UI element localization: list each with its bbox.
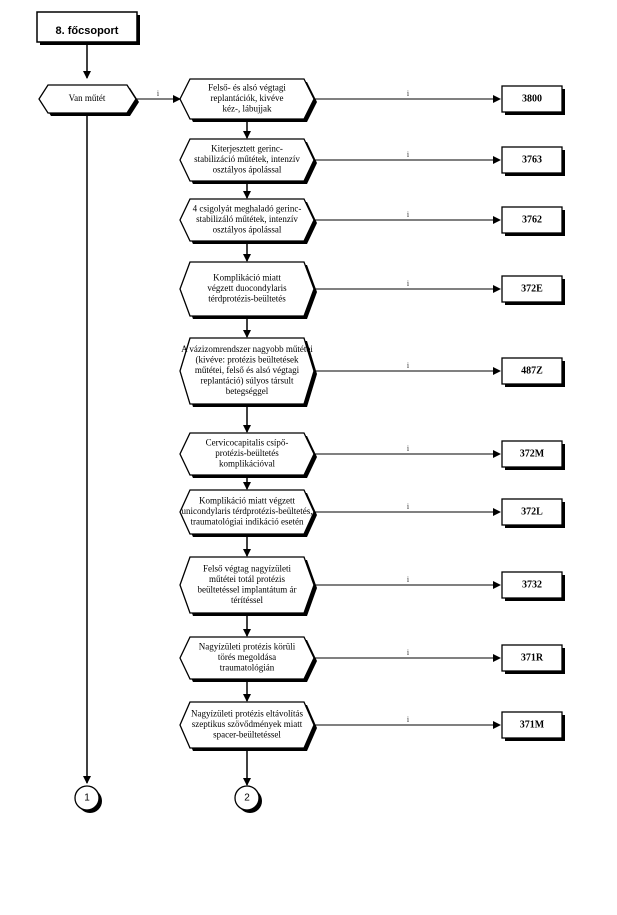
step-text-line: Komplikáció miatt [213, 273, 281, 283]
step-text-line: Komplikáció miatt végzett [199, 496, 295, 506]
step-text-line: Felső végtag nagyízületi [203, 563, 291, 573]
code-box-label: 371R [521, 652, 544, 663]
step-edge-label: i [407, 575, 410, 584]
connector-left: 1 [74, 785, 102, 813]
step-edge-label: i [407, 210, 410, 219]
step-text-line: stabilizáció műtétek, intenzív [194, 154, 300, 164]
step-6: Cervicocapitalis csípő-protézis-beülteté… [179, 432, 565, 490]
step-text-line: 4 csigolyát meghaladó gerinc- [193, 204, 302, 214]
step-decision-shape [179, 261, 315, 317]
connector-right: 2 [234, 785, 262, 813]
step-decision-shape [179, 198, 315, 242]
step-text-line: Nagyízületi protézis körüli [199, 642, 296, 652]
step-text-line: műtétei, felső és alsó végtagi [195, 365, 300, 375]
step-edge-label: i [407, 361, 410, 370]
step-decision-shape [179, 138, 315, 182]
connector-right-label: 2 [244, 793, 250, 804]
step-text-line: replantációk, kivéve [211, 93, 284, 103]
code-box-label: 372E [521, 283, 543, 294]
code-box-label: 3800 [522, 93, 542, 104]
step-text-line: komplikációval [219, 459, 275, 469]
step-decision-shape [179, 489, 315, 535]
step-text-line: replantáció) súlyos társult [201, 376, 294, 386]
code-box [501, 440, 563, 468]
step-text-line: betegséggel [226, 386, 269, 396]
step-10: Nagyízületi protézis eltávolításszeptiku… [179, 701, 565, 786]
step-text-line: protézis-beültetés [215, 448, 279, 458]
step-text-line: térdprotézis-beültetés [208, 294, 286, 304]
step-text-line: traumatológiai indikáció esetén [191, 517, 304, 527]
step-5: A vázizomrendszer nagyobb műtétei(kivéve… [179, 337, 565, 433]
code-box-label: 372L [521, 506, 543, 517]
step-decision-shape [179, 337, 315, 405]
start-decision-label: Van műtét [69, 93, 106, 103]
step-decision-shape [179, 78, 315, 120]
step-text-line: traumatológián [220, 663, 275, 673]
step-edge-label: i [407, 502, 410, 511]
step-text-line: Nagyízületi protézis eltávolítás [191, 709, 303, 719]
step-edge-label: i [407, 444, 410, 453]
step-2: Kiterjesztett gerinc-stabilizáció műtéte… [179, 138, 565, 199]
code-box [501, 275, 563, 303]
step-decision-shape [179, 636, 315, 680]
step-text-line: spacer-beültetéssel [213, 730, 281, 740]
code-box [501, 146, 563, 174]
step-text-line: stabilizáló műtétek, intenzív [196, 214, 298, 224]
step-text-line: térítéssel [231, 595, 263, 605]
code-box-label: 3732 [522, 579, 542, 590]
code-box [501, 571, 563, 599]
start-decision: Van műtét [38, 84, 139, 116]
step-text-line: kéz-, lábujjak [223, 104, 272, 114]
code-box-label: 3763 [522, 154, 542, 165]
start-edge-label: i [157, 89, 160, 98]
step-text-line: szeptikus szövődmények miatt [192, 719, 303, 729]
code-box-label: 372M [520, 448, 545, 459]
code-box [501, 711, 563, 739]
step-text-line: végzett duocondylaris [207, 283, 287, 293]
code-box [501, 644, 563, 672]
step-text-line: (kivéve: protézis beültetések [196, 355, 299, 365]
code-box-label: 487Z [521, 365, 543, 376]
step-text-line: osztályos ápolással [213, 225, 282, 235]
step-edge-label: i [407, 89, 410, 98]
code-box [501, 357, 563, 385]
step-text-line: törés megoldása [218, 652, 276, 662]
title-box: 8. főcsoport [36, 11, 140, 45]
step-decision-shape [179, 701, 315, 749]
step-edge-label: i [407, 715, 410, 724]
connector-left-label: 1 [84, 793, 90, 804]
step-edge-label: i [407, 648, 410, 657]
step-decision-shape [179, 432, 315, 476]
step-text-line: beültetéssel implantátum ár [198, 584, 297, 594]
step-text-line: Cervicocapitalis csípő- [206, 438, 289, 448]
code-box [501, 85, 563, 113]
step-text-line: Felső- és alsó végtagi [208, 83, 286, 93]
step-text-line: műtétei totál protézis [209, 574, 285, 584]
step-text-line: osztályos ápolással [213, 165, 282, 175]
step-decision-shape [179, 556, 315, 614]
step-text-line: A vázizomrendszer nagyobb műtétei [181, 344, 313, 354]
step-edge-label: i [407, 150, 410, 159]
code-box-label: 371M [520, 719, 545, 730]
code-box [501, 498, 563, 526]
step-edge-label: i [407, 279, 410, 288]
step-text-line: unicondylaris térdprotézis-beültetés, [182, 506, 313, 516]
step-3: 4 csigolyát meghaladó gerinc-stabilizáló… [179, 198, 565, 262]
code-box [501, 206, 563, 234]
title-text: 8. főcsoport [56, 25, 119, 37]
code-box-label: 3762 [522, 214, 542, 225]
step-text-line: Kiterjesztett gerinc- [211, 144, 283, 154]
